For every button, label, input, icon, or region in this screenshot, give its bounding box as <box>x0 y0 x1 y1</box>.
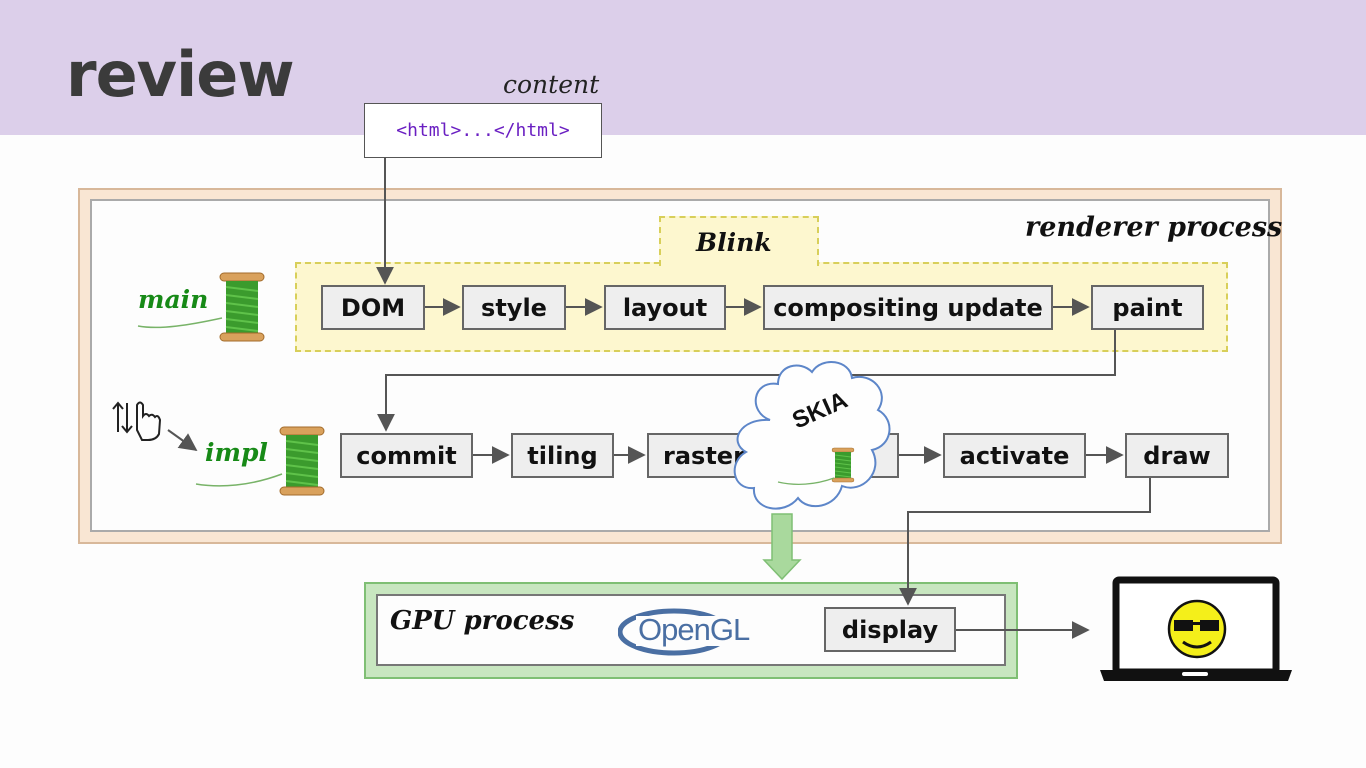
main-thread-label: main <box>138 285 209 314</box>
scroll-touch-icon <box>112 401 162 441</box>
step-tiling: tiling <box>511 433 614 478</box>
input-arrow <box>167 429 198 452</box>
arrow-raster-gpu <box>762 513 802 581</box>
step-paint: paint <box>1091 285 1204 330</box>
step-commit: commit <box>340 433 473 478</box>
opengl-logo-text: OpenGL <box>638 612 750 647</box>
impl-thread-line <box>195 473 283 487</box>
blink-tab <box>659 216 819 266</box>
arrow-draw-display <box>899 478 1151 606</box>
content-code-box: <html>...</html> <box>364 103 602 158</box>
impl-spool-icon <box>279 426 325 496</box>
slide-title: review <box>66 38 295 111</box>
skia-cloud-icon: SKIA <box>733 360 891 510</box>
step-compositing-update: compositing update <box>763 285 1053 330</box>
content-label: content <box>503 70 600 99</box>
opengl-logo <box>618 608 748 656</box>
smiley-sunglasses-icon <box>1167 599 1227 659</box>
step-layout: layout <box>604 285 726 330</box>
main-thread-line <box>137 317 223 329</box>
step-display: display <box>824 607 956 652</box>
gpu-process-label: GPU process <box>390 606 575 636</box>
step-style: style <box>462 285 566 330</box>
impl-thread-label: impl <box>205 438 268 467</box>
main-spool-icon <box>219 272 265 342</box>
blink-label: Blink <box>696 228 772 257</box>
step-draw: draw <box>1125 433 1229 478</box>
header-band <box>0 0 1366 135</box>
step-dom: DOM <box>321 285 425 330</box>
arrow-paint-commit <box>377 330 1116 432</box>
renderer-process-label: renderer process <box>1025 212 1283 243</box>
step-activate: activate <box>943 433 1086 478</box>
